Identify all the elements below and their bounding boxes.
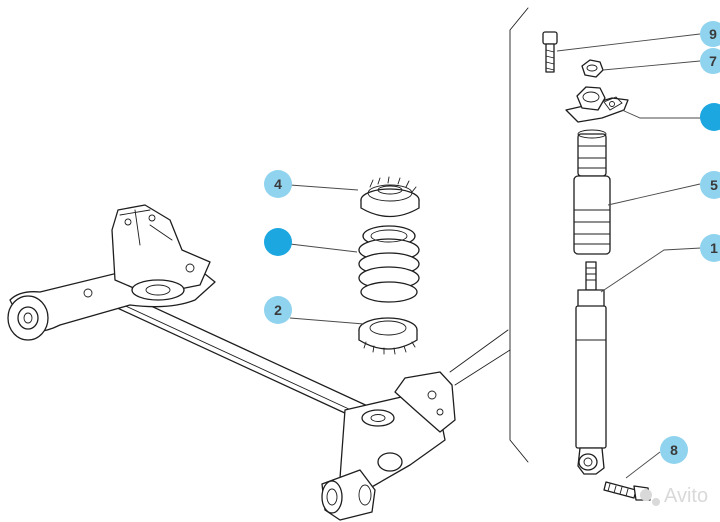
upper-mount-bracket: [565, 86, 629, 123]
upper-spring-insulator: [360, 176, 420, 218]
callout-7-label: 7: [709, 53, 717, 69]
leader-lines: [289, 33, 702, 479]
nut-7: [581, 59, 604, 78]
torsion-beam-axle: [7, 204, 456, 521]
callout-7[interactable]: 7: [700, 48, 720, 74]
callout-1[interactable]: 1: [700, 234, 720, 262]
callout-blank-left[interactable]: [264, 228, 292, 256]
dust-boot: [573, 129, 611, 255]
callout-9[interactable]: 9: [700, 21, 720, 47]
callout-blank-right[interactable]: [700, 103, 720, 131]
avito-watermark: Avito: [640, 485, 708, 507]
callout-8[interactable]: 8: [660, 436, 688, 464]
callout-5[interactable]: 5: [700, 171, 720, 199]
callout-4-label: 4: [274, 176, 282, 192]
lower-spring-insulator: [358, 317, 418, 355]
callout-9-label: 9: [709, 26, 717, 42]
shock-absorber: [575, 261, 607, 475]
right-bushing: [321, 480, 343, 514]
right-spring-seat: [361, 409, 395, 427]
section-divider: [509, 7, 529, 463]
callout-4[interactable]: 4: [264, 170, 292, 198]
cross-beam: [99, 287, 373, 421]
avito-watermark-text: Avito: [664, 485, 708, 507]
bolt-9: [542, 31, 558, 73]
callout-2-label: 2: [274, 302, 282, 318]
detail-pointer: [449, 329, 511, 386]
right-shock-bracket: [394, 371, 456, 433]
callout-5-label: 5: [710, 177, 718, 193]
left-spring-seat: [131, 279, 185, 301]
callout-8-label: 8: [670, 442, 678, 458]
callout-1-label: 1: [710, 240, 718, 256]
coil-spring: [358, 225, 420, 303]
callout-2[interactable]: 2: [264, 296, 292, 324]
